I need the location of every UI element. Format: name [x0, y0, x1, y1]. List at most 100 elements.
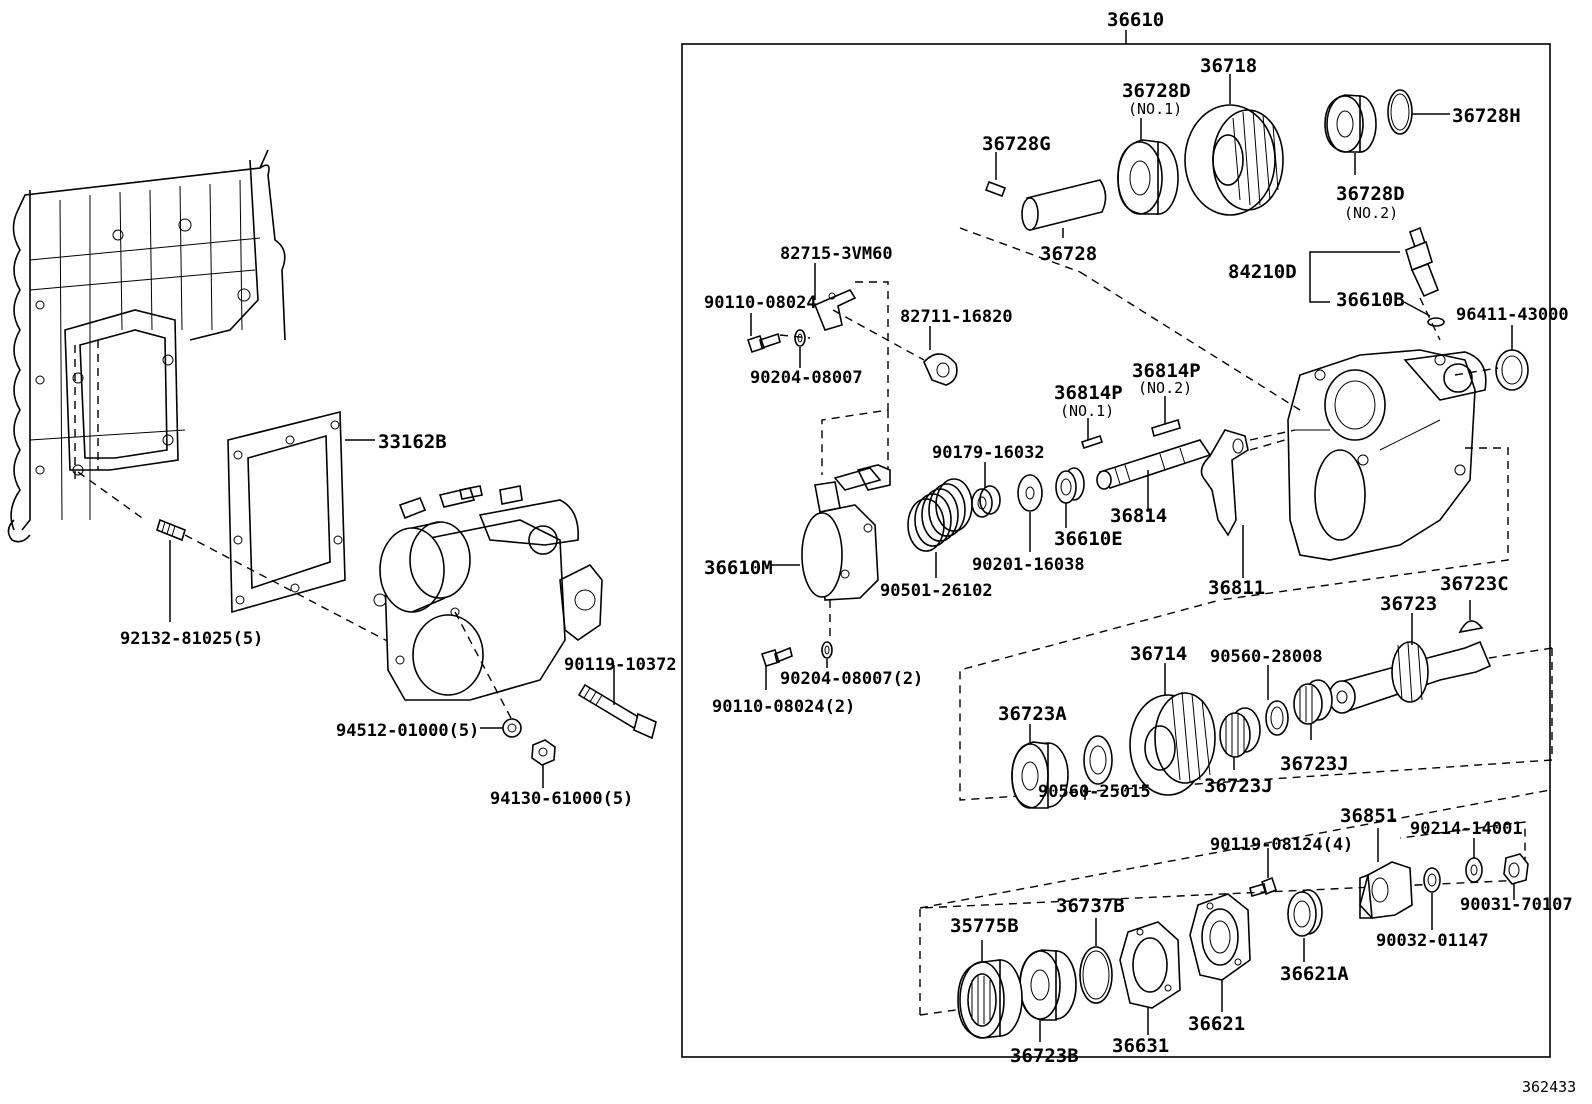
- label-90119-08124: 90119-08124(4): [1210, 835, 1353, 855]
- ring-90560-25015: [1083, 735, 1113, 785]
- label-36610m: 36610M: [704, 557, 773, 579]
- oil-seal-96411: [1495, 349, 1529, 391]
- assembly-frame: [681, 43, 1551, 1058]
- bolt-90119-10372: [577, 683, 657, 740]
- label-90110-08024: 90110-08024: [704, 293, 817, 313]
- label-36814p-no1: 36814P: [1054, 382, 1123, 404]
- o-ring-36737b: [1079, 946, 1113, 1004]
- needle-bearing-36723j-1: [1219, 707, 1261, 758]
- gasket-36631: [1119, 921, 1181, 1009]
- label-90560-28008: 90560-28008: [1210, 647, 1323, 667]
- label-90031: 90031-70107: [1460, 895, 1573, 915]
- label-90560-25015: 90560-25015: [1038, 782, 1151, 802]
- pin-36814p-no2: [1151, 418, 1181, 438]
- gear-36714: [1129, 691, 1216, 796]
- label-36723c: 36723C: [1440, 573, 1509, 595]
- washer-90214: [1465, 857, 1483, 883]
- gasket-36610b: [1427, 317, 1445, 327]
- clamp-82711: [923, 353, 958, 386]
- shaft-36814: [1096, 439, 1212, 490]
- ring-36728h: [1387, 89, 1413, 135]
- label-90119-10372: 90119-10372: [564, 655, 677, 675]
- solenoid-36610m: [801, 464, 891, 601]
- label-36621: 36621: [1188, 1013, 1245, 1035]
- label-90204-08007-2: 90204-08007(2): [780, 669, 923, 689]
- needle-bearing-36723j-2: [1293, 679, 1333, 725]
- label-35775b: 35775B: [950, 915, 1019, 937]
- label-36610: 36610: [1107, 9, 1164, 31]
- shaft-36728: [1021, 179, 1107, 232]
- gear-36718: [1184, 104, 1284, 216]
- stud-92132: [156, 518, 186, 542]
- label-36728g: 36728G: [982, 133, 1051, 155]
- label-36728: 36728: [1040, 243, 1097, 265]
- label-90214: 90214-14001: [1410, 819, 1523, 839]
- bolt-90110-08024-2: [760, 646, 793, 667]
- label-36610e: 36610E: [1054, 528, 1123, 550]
- washer-90032: [1423, 867, 1441, 893]
- label-36631: 36631: [1112, 1035, 1169, 1057]
- pin-36728g: [984, 180, 1007, 198]
- bearing-36723a: [1011, 741, 1069, 809]
- retainer-36621: [1189, 893, 1251, 981]
- label-36814: 36814: [1110, 505, 1167, 527]
- bearing-36723b: [1019, 949, 1077, 1021]
- label-36723: 36723: [1380, 593, 1437, 615]
- note-36728d-no2: (NO.2): [1344, 204, 1398, 222]
- bearing-35775b: [957, 959, 1023, 1039]
- washer-94512: [502, 718, 522, 738]
- diagram-id: 362433: [1522, 1078, 1576, 1096]
- spring-90501: [907, 478, 973, 552]
- collar-90179: [971, 485, 1001, 518]
- bolt-90110-08024: [746, 332, 781, 354]
- note-36814p-no2: (NO.2): [1138, 379, 1192, 397]
- label-90501: 90501-26102: [880, 581, 993, 601]
- label-90110-08024-2: 90110-08024(2): [712, 697, 855, 717]
- label-90201: 90201-16038: [972, 555, 1085, 575]
- label-82711: 82711-16820: [900, 307, 1013, 327]
- bearing-36728d-no2: [1324, 94, 1377, 153]
- pin-36814p-no1: [1080, 434, 1104, 450]
- transmission-case: [7, 149, 286, 543]
- oil-seal-36621a: [1287, 889, 1323, 937]
- bolt-90119-08124: [1249, 876, 1277, 897]
- label-36723j-1: 36723J: [1204, 775, 1273, 797]
- label-36714: 36714: [1130, 643, 1187, 665]
- flange-36851: [1359, 861, 1413, 919]
- label-36814p-no2: 36814P: [1132, 360, 1201, 382]
- washer-90201: [1017, 474, 1043, 512]
- label-82715: 82715-3VM60: [780, 244, 893, 264]
- washer-90204-08007: [794, 329, 806, 347]
- label-96411: 96411-43000: [1456, 305, 1569, 325]
- pto-assembly-left: [373, 485, 603, 701]
- bearing-36728d-no1: [1117, 139, 1179, 215]
- countershaft-36723: [1328, 640, 1492, 714]
- bracket-82715: [813, 288, 857, 331]
- pto-case-right: [1287, 349, 1487, 561]
- label-36811: 36811: [1208, 577, 1265, 599]
- label-36728h: 36728H: [1452, 105, 1521, 127]
- label-36728d-no1: 36728D: [1122, 80, 1191, 102]
- label-90032: 90032-01147: [1376, 931, 1489, 951]
- key-36723c: [1458, 620, 1484, 634]
- gasket-33162b: [227, 410, 346, 614]
- label-36728d-no2: 36728D: [1336, 183, 1405, 205]
- nut-90031: [1503, 853, 1529, 885]
- label-92132: 92132-81025(5): [120, 629, 263, 649]
- label-94130: 94130-61000(5): [490, 789, 633, 809]
- label-33162b: 33162B: [378, 431, 447, 453]
- label-94512: 94512-01000(5): [336, 721, 479, 741]
- sensor-84210d: [1405, 226, 1440, 298]
- label-90179: 90179-16032: [932, 443, 1045, 463]
- nut-94130: [531, 739, 556, 766]
- label-84210d: 84210D: [1228, 261, 1297, 283]
- bearing-36610e: [1055, 467, 1085, 504]
- label-36723j-2: 36723J: [1280, 753, 1349, 775]
- label-90204-08007: 90204-08007: [750, 368, 863, 388]
- washer-90204-08007-2: [821, 641, 833, 659]
- ring-90560-28008: [1265, 700, 1289, 736]
- label-36610b: 36610B: [1336, 289, 1405, 311]
- label-36723a: 36723A: [998, 703, 1067, 725]
